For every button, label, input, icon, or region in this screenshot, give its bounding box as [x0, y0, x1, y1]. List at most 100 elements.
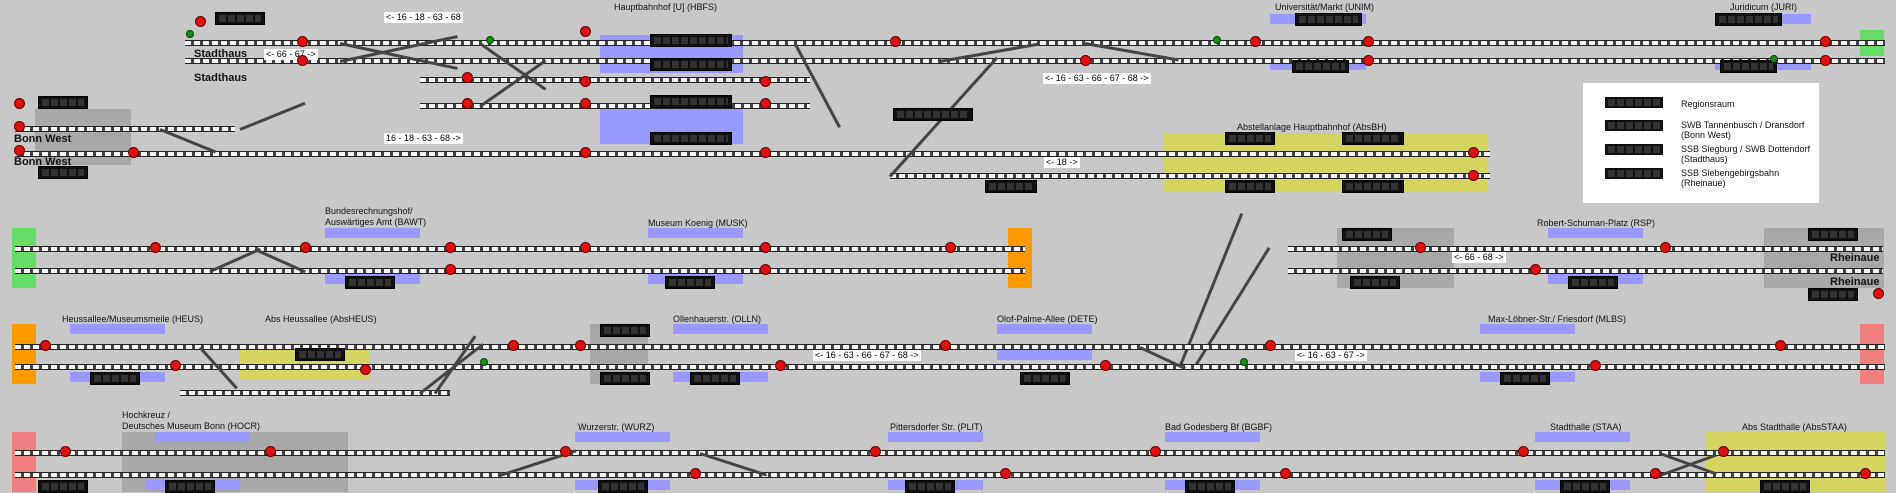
signal-r4-4[interactable] — [690, 468, 701, 479]
signal-15[interactable] — [760, 98, 771, 109]
train-8[interactable] — [893, 108, 973, 121]
signal-2[interactable] — [14, 98, 25, 109]
signal-go-1[interactable] — [186, 30, 194, 38]
signal-r2-9[interactable] — [1415, 242, 1426, 253]
signal-21[interactable] — [1363, 55, 1374, 66]
signal-r4-5[interactable] — [870, 446, 881, 457]
train-r4-4[interactable] — [905, 480, 955, 493]
train-r4-1[interactable] — [38, 480, 88, 493]
signal-r3-6[interactable] — [775, 360, 786, 371]
signal-17[interactable] — [890, 36, 901, 47]
signal-4[interactable] — [14, 145, 25, 156]
signal-23[interactable] — [1820, 55, 1831, 66]
train-9[interactable] — [985, 180, 1037, 193]
train-r3-1[interactable] — [90, 372, 140, 385]
train-13[interactable] — [1720, 60, 1777, 73]
signal-8[interactable] — [462, 72, 473, 83]
signal-r3-2[interactable] — [170, 360, 181, 371]
signal-r3-8[interactable] — [1100, 360, 1111, 371]
signal-r4-7[interactable] — [1150, 446, 1161, 457]
signal-r4-2[interactable] — [265, 446, 276, 457]
train-r4-2[interactable] — [165, 480, 215, 493]
signal-go-r3-1[interactable] — [480, 358, 488, 366]
signal-r3-5[interactable] — [575, 340, 586, 351]
signal-r4-1[interactable] — [60, 446, 71, 457]
signal-16[interactable] — [760, 147, 771, 158]
signal-r2-7[interactable] — [760, 264, 771, 275]
signal-7[interactable] — [297, 55, 308, 66]
train-11[interactable] — [1292, 60, 1349, 73]
signal-go-r3-2[interactable] — [1240, 358, 1248, 366]
signal-r4-3[interactable] — [560, 446, 571, 457]
signal-r2-12[interactable] — [1873, 288, 1884, 299]
train-r2-2[interactable] — [665, 276, 715, 289]
signal-1[interactable] — [195, 16, 206, 27]
signal-r3-9[interactable] — [1265, 340, 1276, 351]
train-14[interactable] — [1225, 132, 1275, 145]
signal-3[interactable] — [14, 121, 25, 132]
signal-r3-10[interactable] — [1590, 360, 1601, 371]
signal-r3-7[interactable] — [940, 340, 951, 351]
signal-5[interactable] — [128, 147, 139, 158]
train-r4-5[interactable] — [1185, 480, 1235, 493]
train-r3-2[interactable] — [295, 348, 345, 361]
signal-r2-10[interactable] — [1530, 264, 1541, 275]
signal-18[interactable] — [1080, 55, 1091, 66]
signal-r3-4[interactable] — [508, 340, 519, 351]
signal-go-4[interactable] — [1770, 55, 1778, 63]
train-3[interactable] — [38, 166, 88, 179]
train-6[interactable] — [650, 95, 732, 108]
signal-11[interactable] — [580, 76, 591, 87]
signal-9[interactable] — [462, 98, 473, 109]
train-10[interactable] — [1295, 13, 1362, 26]
train-r2-3[interactable] — [1342, 228, 1392, 241]
signal-14[interactable] — [760, 76, 771, 87]
signal-r2-11[interactable] — [1660, 242, 1671, 253]
train-r2-7[interactable] — [1808, 288, 1858, 301]
train-2[interactable] — [38, 96, 88, 109]
signal-r4-8[interactable] — [1280, 468, 1291, 479]
signal-r4-9[interactable] — [1518, 446, 1529, 457]
train-4[interactable] — [650, 34, 732, 47]
signal-6[interactable] — [297, 36, 308, 47]
train-r4-6[interactable] — [1560, 480, 1610, 493]
signal-20[interactable] — [1363, 36, 1374, 47]
train-r2-6[interactable] — [1808, 228, 1858, 241]
signal-r4-6[interactable] — [1000, 468, 1011, 479]
train-17[interactable] — [1342, 180, 1404, 193]
train-r3-3[interactable] — [600, 324, 650, 337]
signal-19[interactable] — [1250, 36, 1261, 47]
train-r4-3[interactable] — [598, 480, 648, 493]
train-r3-5[interactable] — [690, 372, 740, 385]
signal-24[interactable] — [1468, 147, 1479, 158]
signal-25[interactable] — [1468, 170, 1479, 181]
signal-go-2[interactable] — [486, 36, 494, 44]
signal-r4-10[interactable] — [1650, 468, 1661, 479]
train-r2-5[interactable] — [1568, 276, 1618, 289]
train-12[interactable] — [1715, 13, 1782, 26]
train-r4-7[interactable] — [1760, 480, 1810, 493]
signal-r2-8[interactable] — [945, 242, 956, 253]
train-r2-1[interactable] — [345, 276, 395, 289]
signal-r3-1[interactable] — [40, 340, 51, 351]
train-r2-4[interactable] — [1350, 276, 1400, 289]
signal-r4-12[interactable] — [1860, 468, 1871, 479]
train-5[interactable] — [650, 58, 732, 71]
train-r3-6[interactable] — [1020, 372, 1070, 385]
signal-go-3[interactable] — [1213, 36, 1221, 44]
signal-r2-3[interactable] — [445, 242, 456, 253]
train-7[interactable] — [650, 132, 732, 145]
signal-r2-1[interactable] — [150, 242, 161, 253]
signal-r2-6[interactable] — [760, 242, 771, 253]
signal-r4-11[interactable] — [1718, 446, 1729, 457]
signal-10[interactable] — [580, 26, 591, 37]
signal-r3-11[interactable] — [1775, 340, 1786, 351]
train-15[interactable] — [1342, 132, 1404, 145]
train-1[interactable] — [215, 12, 265, 25]
signal-13[interactable] — [580, 147, 591, 158]
train-16[interactable] — [1225, 180, 1275, 193]
signal-r2-4[interactable] — [445, 264, 456, 275]
train-r3-7[interactable] — [1500, 372, 1550, 385]
signal-r2-2[interactable] — [300, 242, 311, 253]
signal-r3-3[interactable] — [360, 364, 371, 375]
